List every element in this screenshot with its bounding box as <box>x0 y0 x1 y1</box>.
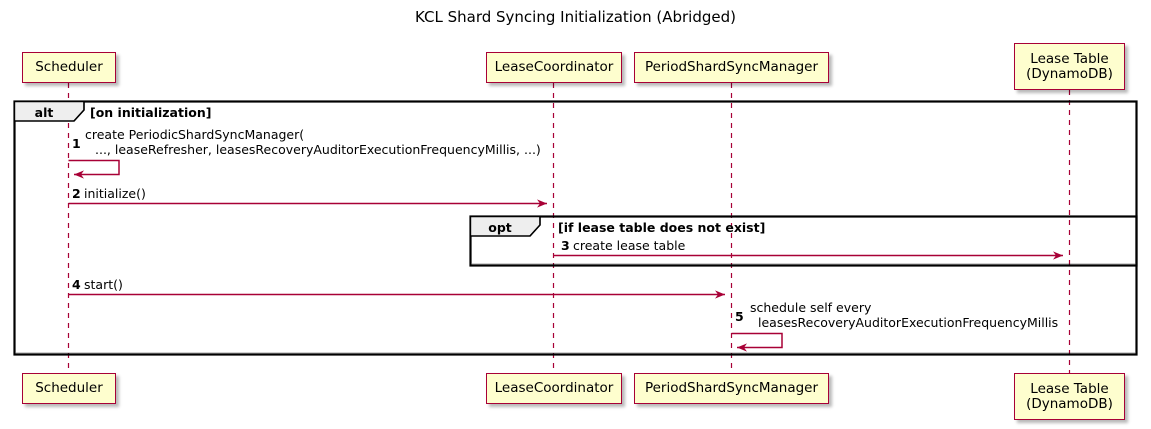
participant-label-secondary: (DynamoDB) <box>1026 65 1113 82</box>
message-5-sequence-number: 5 <box>735 309 744 324</box>
fragment-condition-opt: [if lease table does not exist] <box>558 220 766 235</box>
participant-label-secondary: (DynamoDB) <box>1026 395 1113 412</box>
message-1-arrow <box>68 159 120 179</box>
participant-label: Lease Table <box>1030 50 1109 67</box>
message-1-label-line2: ..., leaseRefresher, leasesRecoveryAudit… <box>95 142 541 157</box>
message-3-sequence-number: 3 <box>561 238 570 253</box>
fragment-tag-alt: alt <box>34 105 54 120</box>
page-title: KCL Shard Syncing Initialization (Abridg… <box>415 8 736 26</box>
participant-label: LeaseCoordinator <box>494 59 614 75</box>
message-5-arrow <box>731 332 783 352</box>
participant-label: Lease Table <box>1030 380 1109 397</box>
fragment-condition-alt: [on initialization] <box>90 105 212 120</box>
participant-label: LeaseCoordinator <box>494 380 614 396</box>
message-5-label-line2: leasesRecoveryAuditorExecutionFrequencyM… <box>758 315 1059 330</box>
message-3-label: create lease table <box>573 238 686 253</box>
participant-label: Scheduler <box>35 380 103 396</box>
message-5-label-line1: schedule self every <box>750 300 872 315</box>
participant-label: PeriodShardSyncManager <box>644 59 819 75</box>
message-2-label: initialize() <box>84 186 146 201</box>
participant-label: PeriodShardSyncManager <box>644 380 819 396</box>
participant-lease-coordinator-top[interactable]: LeaseCoordinator <box>486 52 622 83</box>
message-1-sequence-number: 1 <box>72 136 81 151</box>
participant-period-shard-sync-manager-bottom[interactable]: PeriodShardSyncManager <box>634 373 829 404</box>
participant-period-shard-sync-manager-top[interactable]: PeriodShardSyncManager <box>634 52 829 83</box>
message-2-sequence-number: 2 <box>72 186 81 201</box>
participant-lease-table-bottom[interactable]: Lease Table (DynamoDB) <box>1014 373 1125 420</box>
participant-lease-coordinator-bottom[interactable]: LeaseCoordinator <box>486 373 622 404</box>
fragment-opt-lease-table-missing <box>469 215 1138 267</box>
participant-scheduler-bottom[interactable]: Scheduler <box>22 373 116 404</box>
message-4-sequence-number: 4 <box>72 277 81 292</box>
fragment-tag-opt: opt <box>488 220 512 235</box>
lifelines <box>67 83 1071 373</box>
participant-lease-table-top[interactable]: Lease Table (DynamoDB) <box>1014 43 1125 90</box>
message-4-label: start() <box>84 277 123 292</box>
participant-scheduler-top[interactable]: Scheduler <box>22 52 116 83</box>
participant-label: Scheduler <box>35 59 103 75</box>
message-1-label-line1: create PeriodicShardSyncManager( <box>85 127 305 142</box>
